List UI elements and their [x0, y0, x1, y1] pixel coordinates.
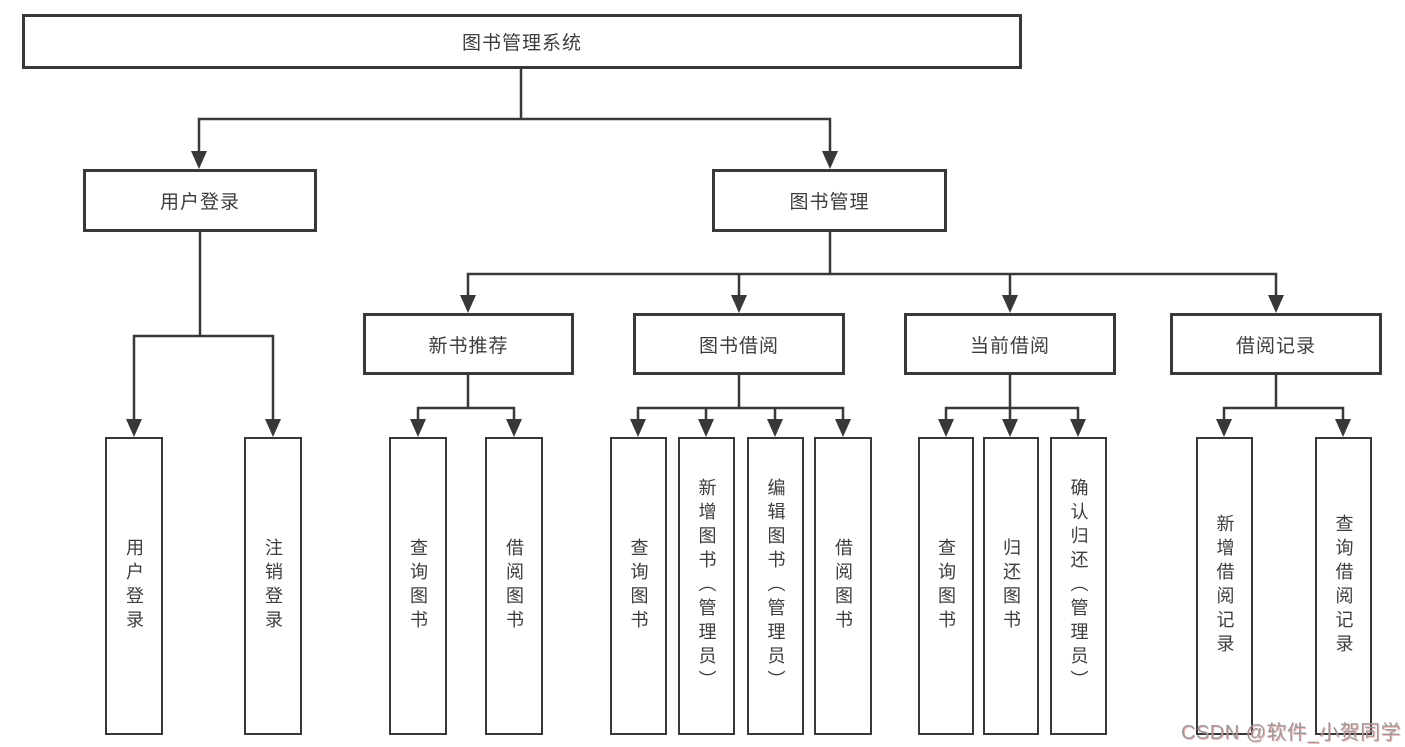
leaf-current-return-label: 归还图书	[1001, 538, 1021, 634]
leaf-user-login: 用户登录	[105, 437, 163, 735]
leaf-records-add-label: 新增借阅记录	[1214, 514, 1235, 658]
leaf-records-query: 查询借阅记录	[1315, 437, 1372, 735]
leaf-current-query: 查询图书	[918, 437, 974, 735]
connector-records-split	[1222, 406, 1345, 420]
node-borrow-records: 借阅记录	[1170, 313, 1382, 375]
node-new-books-label: 新书推荐	[428, 335, 509, 357]
leaf-borrow-edit: 编辑图书（管理员）	[747, 437, 804, 735]
node-root-label: 图书管理系统	[461, 33, 582, 54]
node-current-borrow-label: 当前借阅	[969, 335, 1050, 357]
node-book-mgmt-branch-label: 图书管理	[789, 192, 870, 213]
leaf-borrow-borrow-label: 借阅图书	[833, 538, 853, 634]
node-root: 图书管理系统	[22, 14, 1022, 69]
leaf-current-query-label: 查询图书	[936, 538, 956, 634]
leaf-logout: 注销登录	[244, 437, 302, 735]
node-new-books: 新书推荐	[363, 313, 574, 375]
leaf-records-query-label: 查询借阅记录	[1333, 514, 1354, 658]
leaf-borrow-add: 新增图书（管理员）	[678, 437, 735, 735]
node-book-mgmt-branch: 图书管理	[712, 169, 947, 232]
node-user-login-branch-label: 用户登录	[159, 192, 240, 213]
arrowheads	[126, 151, 1351, 437]
leaf-current-confirm-return-label: 确认归还（管理员）	[1068, 478, 1089, 694]
node-borrow-records-label: 借阅记录	[1235, 335, 1316, 357]
connector-newbooks-split	[416, 406, 516, 420]
leaf-current-return: 归还图书	[983, 437, 1039, 735]
leaf-newbooks-borrow: 借阅图书	[485, 437, 543, 735]
leaf-borrow-query: 查询图书	[610, 437, 667, 735]
connector-userlogin-split	[132, 334, 275, 420]
leaf-current-confirm-return: 确认归还（管理员）	[1050, 437, 1107, 735]
node-current-borrow: 当前借阅	[904, 313, 1116, 375]
leaf-borrow-query-label: 查询图书	[628, 538, 649, 634]
connector-level2-split	[197, 117, 832, 152]
connector-currentborrow-split	[944, 406, 1080, 420]
connector-level3-split	[466, 272, 1278, 296]
leaf-logout-label: 注销登录	[263, 538, 283, 634]
connector-bookborrow-split	[636, 406, 845, 420]
leaf-newbooks-borrow-label: 借阅图书	[504, 538, 524, 634]
node-user-login-branch: 用户登录	[83, 169, 317, 232]
leaf-borrow-add-label: 新增图书（管理员）	[696, 478, 717, 694]
leaf-user-login-label: 用户登录	[124, 538, 144, 634]
csdn-watermark: CSDN @软件_小贺同学	[1181, 722, 1402, 744]
leaf-newbooks-query: 查询图书	[389, 437, 447, 735]
node-book-borrow-label: 图书借阅	[698, 335, 779, 357]
leaf-newbooks-query-label: 查询图书	[408, 538, 428, 634]
leaf-records-add: 新增借阅记录	[1196, 437, 1253, 735]
leaf-borrow-edit-label: 编辑图书（管理员）	[765, 478, 786, 694]
node-book-borrow: 图书借阅	[633, 313, 845, 375]
leaf-borrow-borrow: 借阅图书	[814, 437, 872, 735]
